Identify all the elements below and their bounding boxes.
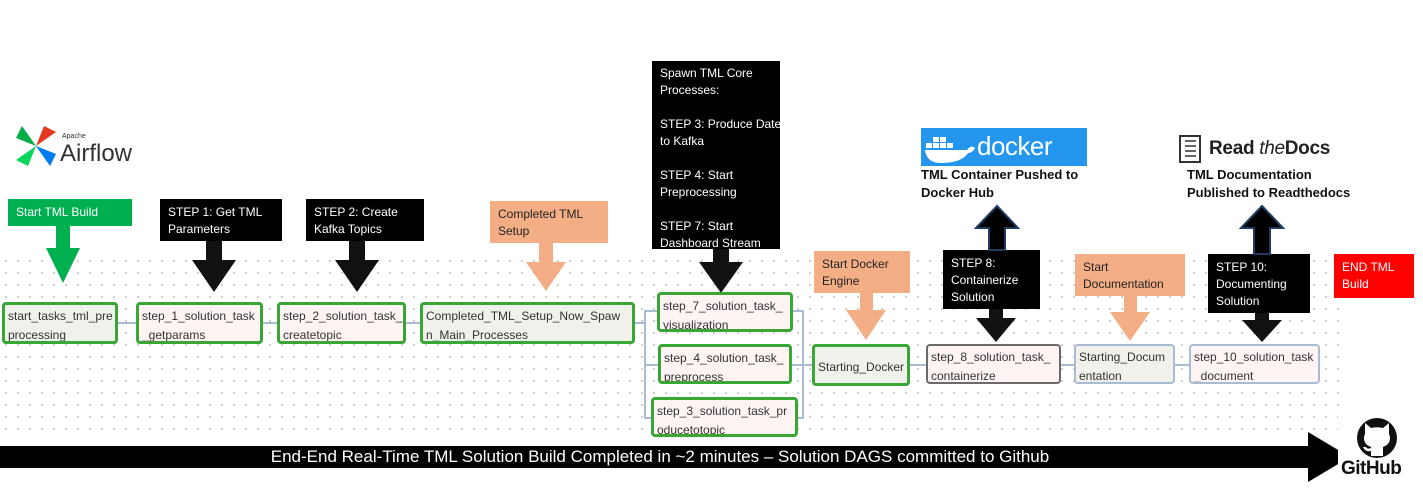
label-start-tml-build: Start TML Build <box>8 199 132 226</box>
node-starting-documentation[interactable]: Starting_Docum entation <box>1074 344 1175 384</box>
green-down-arrow <box>46 226 80 283</box>
node-step-7-visualization[interactable]: step_7_solution_task_ visualization <box>657 292 793 332</box>
label-spawn-core-processes: Spawn TML Core Processes: STEP 3: Produc… <box>652 61 781 250</box>
label-start-documentation: Start Documentation <box>1075 254 1185 296</box>
label-completed-setup: Completed TML Setup <box>490 201 608 243</box>
label-step-1: STEP 1: Get TML Parameters <box>160 199 282 241</box>
node-step-8-containerize[interactable]: step_8_solution_task_ containerize <box>926 344 1061 384</box>
label-step-10: STEP 10: Documenting Solution <box>1208 254 1310 313</box>
docker-hub-name: docker hub <box>977 131 1053 192</box>
black-down-arrow-step10 <box>1242 313 1282 342</box>
node-completed-tml-setup[interactable]: Completed_TML_Setup_Now_Spaw n_Main_Proc… <box>420 302 635 344</box>
airflow-name: Airflow <box>60 140 133 167</box>
node-step-10-document[interactable]: step_10_solution_task _document <box>1189 344 1320 384</box>
github-octocat-icon <box>1357 418 1397 458</box>
node-starting-docker[interactable]: Starting_Docker <box>812 344 910 386</box>
rtd-the: the <box>1259 138 1285 159</box>
salmon-down-arrow-setup <box>526 243 566 291</box>
docker-hub-logo: docker hub <box>921 128 1087 192</box>
github-logo: GitHub <box>1338 416 1423 484</box>
label-step-8: STEP 8: Containerize Solution <box>943 250 1040 309</box>
docker-caption: TML Container Pushed to Docker Hub <box>921 167 1079 200</box>
label-end-tml-build: END TML Build <box>1334 254 1414 298</box>
node-step-3-producetotopic[interactable]: step_3_solution_task_pr oducetotopic <box>651 397 798 437</box>
rtd-docs: Docs <box>1284 138 1331 159</box>
banner-text: End-End Real-Time TML Solution Build Com… <box>270 447 1050 466</box>
node-step-4-preprocess[interactable]: step_4_solution_task_ preprocess <box>658 344 792 384</box>
readthedocs-caption: TML Documentation Published to Readthedo… <box>1187 167 1351 200</box>
node-start-tasks-tml-preprocessing[interactable]: start_tasks_tml_pre processing <box>2 302 118 344</box>
node-step-1-getparams[interactable]: step_1_solution_task _getparams <box>136 302 263 344</box>
label-start-docker-engine: Start Docker Engine <box>814 251 910 293</box>
salmon-down-arrow-docs <box>1110 296 1150 341</box>
black-down-arrow-step1 <box>192 241 236 292</box>
readthedocs-name: Read theDocs <box>1209 138 1330 160</box>
banner-arrow <box>0 432 1350 482</box>
airflow-apache-text: Apache <box>62 133 86 140</box>
docker-whale-icon <box>925 137 975 163</box>
black-down-arrow-spawn <box>699 249 743 293</box>
node-step-2-createtopic[interactable]: step_2_solution_task_ createtopic <box>277 302 406 344</box>
rtd-read: Read <box>1209 138 1255 159</box>
label-step-2: STEP 2: Create Kafka Topics <box>306 199 424 241</box>
up-arrow-readthedocs <box>1238 204 1286 255</box>
black-down-arrow-step8 <box>976 309 1016 342</box>
github-name: GitHub <box>1341 458 1402 479</box>
up-arrow-docker-hub <box>973 204 1021 251</box>
black-down-arrow-step2 <box>335 241 379 292</box>
salmon-down-arrow-docker <box>846 293 886 340</box>
